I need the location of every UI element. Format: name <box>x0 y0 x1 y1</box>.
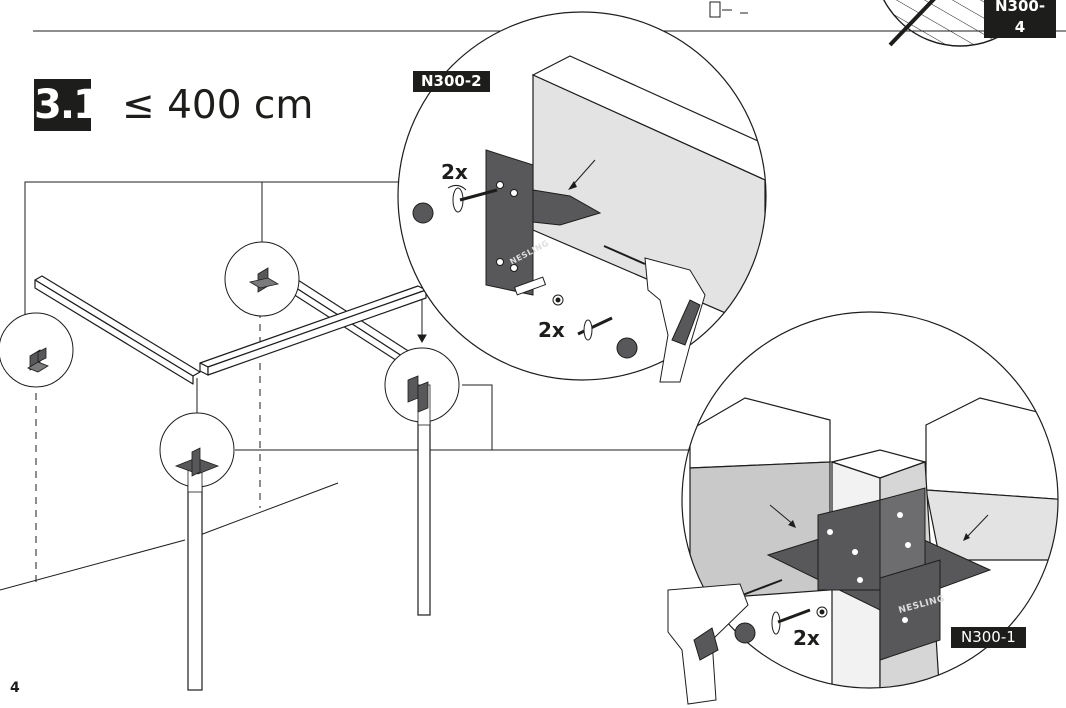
posts <box>187 382 431 691</box>
drill-icon <box>603 245 706 383</box>
part-label-bottom: N300-1 <box>951 627 1026 648</box>
small-fragment-icon <box>709 1 748 18</box>
callout-lines <box>24 181 700 451</box>
detail-circle-back <box>224 241 300 317</box>
drill-icon <box>667 579 783 705</box>
beams <box>34 263 428 385</box>
bracket-top <box>485 149 602 296</box>
step-title: ≤ 400 cm <box>122 83 314 128</box>
detail-circle-left <box>0 312 74 388</box>
page-number: 4 <box>10 680 20 696</box>
detail-circle-right <box>384 347 460 426</box>
quantity-label: 2x <box>793 626 820 650</box>
part-label-top-right: N300-4 <box>984 0 1056 38</box>
dashed-posts <box>35 298 261 585</box>
part-label-top: N300-2 <box>413 71 490 92</box>
detail-circle-front <box>159 412 235 493</box>
step-number: 3.1 <box>34 79 101 131</box>
detail-circle-bottom <box>667 311 1059 705</box>
cap-icon <box>734 606 828 644</box>
detail-circle-top <box>397 11 767 383</box>
ground-lines <box>0 482 339 591</box>
quantity-label: 2x <box>441 160 468 184</box>
quantity-label: 2x <box>538 318 565 342</box>
bolt-icon <box>513 276 638 359</box>
screw-icon <box>412 184 498 224</box>
